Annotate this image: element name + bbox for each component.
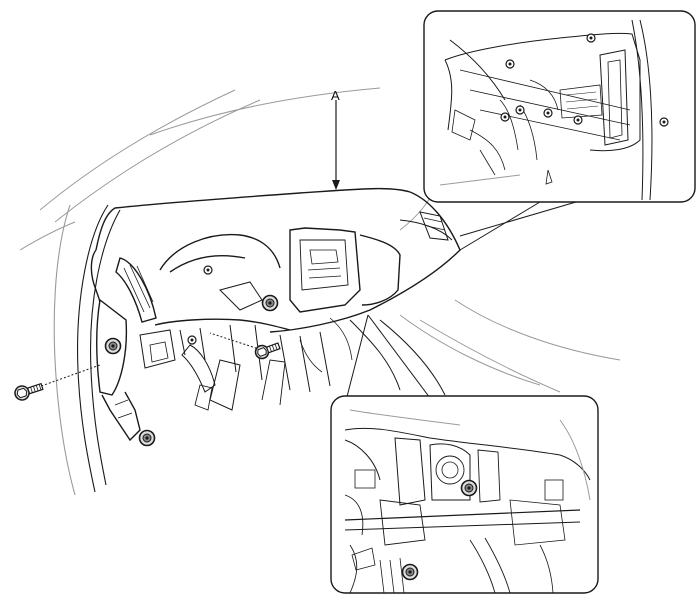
detail-inset-upper: [423, 10, 696, 203]
door-frame: [53, 204, 121, 496]
callout-label-a: A: [331, 88, 340, 103]
detail-inset-lower: [330, 395, 599, 594]
windshield-lines: [19, 87, 441, 251]
screw-icon: [254, 342, 281, 360]
screw-icon: [14, 382, 44, 401]
callout-a-arrow: [332, 100, 340, 190]
right-door-lines: [399, 299, 621, 393]
